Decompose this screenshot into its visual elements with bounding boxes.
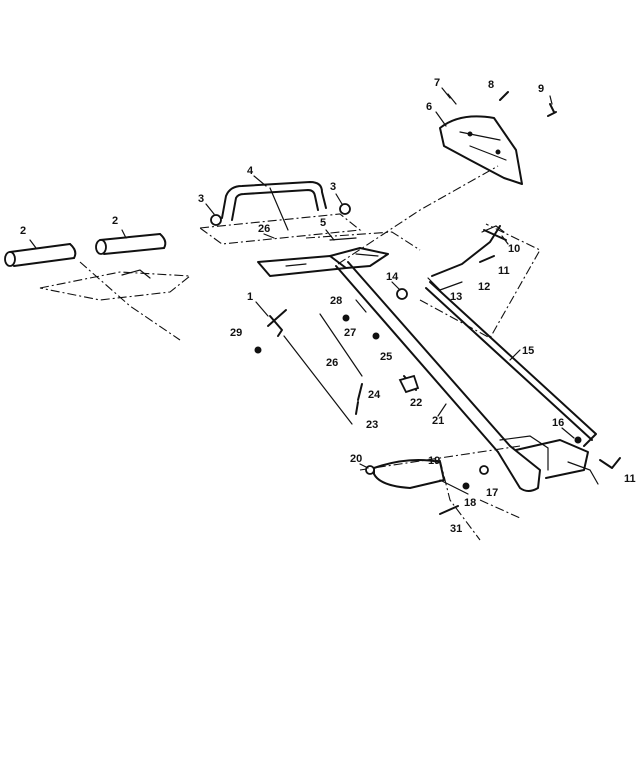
callout-7: 7 bbox=[434, 77, 440, 89]
callout-10: 10 bbox=[508, 243, 520, 255]
center-lines bbox=[337, 165, 541, 541]
callout-5: 5 bbox=[320, 217, 326, 229]
callout-16: 16 bbox=[552, 417, 564, 429]
callout-labels: 1 2 2 3 3 4 5 6 7 8 9 10 11 11 12 13 14 … bbox=[20, 77, 636, 535]
callout-11a: 11 bbox=[498, 265, 510, 277]
hand-grips bbox=[4, 233, 192, 341]
control-lever bbox=[396, 225, 507, 300]
callout-15: 15 bbox=[522, 345, 534, 357]
callout-6: 6 bbox=[426, 101, 432, 113]
callout-2b: 2 bbox=[112, 215, 118, 227]
callout-27: 27 bbox=[344, 327, 356, 339]
callout-19: 19 bbox=[428, 455, 440, 467]
handle-bracket bbox=[257, 231, 421, 277]
callout-4: 4 bbox=[247, 165, 254, 177]
callout-12: 12 bbox=[478, 281, 490, 293]
control-rod bbox=[425, 281, 597, 447]
console-cover bbox=[439, 91, 557, 185]
callout-14: 14 bbox=[386, 271, 399, 283]
callout-29: 29 bbox=[230, 327, 242, 339]
callout-9: 9 bbox=[538, 83, 544, 95]
cable-assembly bbox=[254, 299, 420, 425]
callout-17: 17 bbox=[486, 487, 498, 499]
callout-24: 24 bbox=[368, 389, 381, 401]
leader-lines bbox=[29, 87, 575, 469]
callout-1: 1 bbox=[247, 291, 253, 303]
callout-28: 28 bbox=[330, 295, 342, 307]
handle-tube bbox=[335, 261, 549, 492]
upper-handle bbox=[198, 181, 362, 245]
callout-2a: 2 bbox=[20, 225, 26, 237]
callout-13: 13 bbox=[450, 291, 462, 303]
callout-3b: 3 bbox=[330, 181, 336, 193]
callout-21: 21 bbox=[432, 415, 444, 427]
callout-3a: 3 bbox=[198, 193, 204, 205]
callout-18: 18 bbox=[464, 497, 476, 509]
callout-26a: 26 bbox=[258, 223, 270, 235]
callout-25: 25 bbox=[380, 351, 392, 363]
callout-11b: 11 bbox=[624, 473, 636, 485]
callout-26b: 26 bbox=[326, 357, 338, 369]
callout-31: 31 bbox=[450, 523, 462, 535]
callout-23: 23 bbox=[366, 419, 378, 431]
callout-8: 8 bbox=[488, 79, 494, 91]
callout-20: 20 bbox=[350, 453, 362, 465]
lower-pivot bbox=[439, 436, 621, 515]
callout-22: 22 bbox=[410, 397, 422, 409]
guard-shoe bbox=[365, 459, 469, 495]
